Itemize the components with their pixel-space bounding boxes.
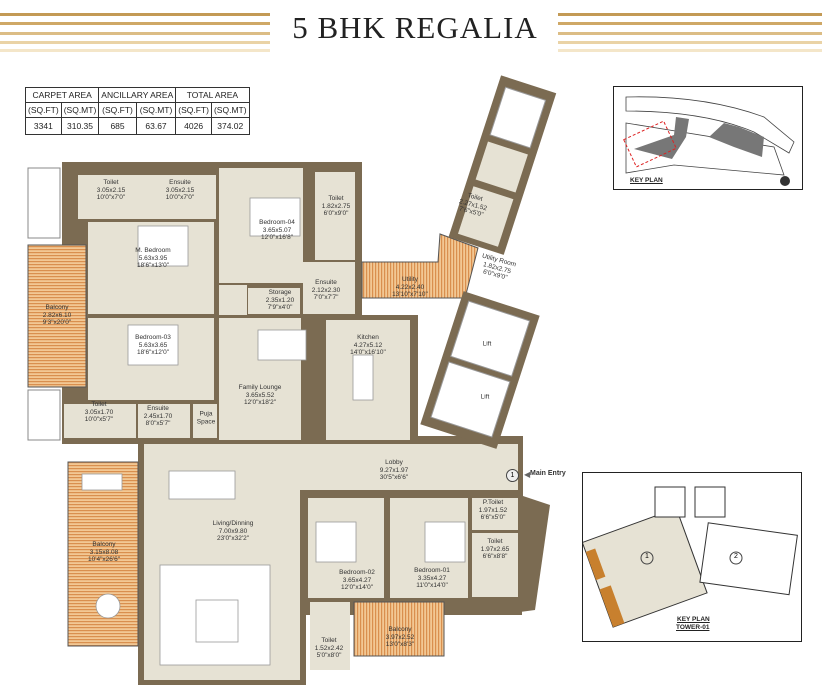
wing-wall (520, 495, 550, 612)
unit-number: 1 (645, 553, 649, 560)
site-map (623, 96, 795, 186)
lift-core (420, 291, 540, 449)
key-plan-site: KEY PLAN (613, 86, 803, 190)
value-cell: 310.35 (60, 117, 100, 135)
value-cell: 3341 (25, 117, 62, 135)
key-plan-tower-sublabel: TOWER-01 (676, 624, 710, 631)
service-core (448, 75, 557, 255)
value-cell: 374.02 (210, 117, 250, 135)
room-floors (64, 168, 518, 680)
lift-label: Lift (480, 393, 490, 401)
tower-map (581, 486, 798, 628)
unit-cell: (SQ.FT) (25, 102, 62, 118)
balcony-bottom (353, 601, 445, 657)
value-cell: 4026 (175, 117, 212, 135)
duct-top-left (27, 167, 61, 239)
key-plan-site-label: KEY PLAN (630, 177, 663, 184)
lift-label: Lift (482, 340, 492, 348)
entry-number-badge: 1 (506, 469, 519, 482)
entry-arrow-icon: ◀ (524, 470, 531, 479)
page-title: 5 BHK REGALIA (292, 10, 538, 45)
furniture (81, 197, 466, 666)
main-entry-label: Main Entry (530, 470, 566, 477)
value-cell: 63.67 (135, 117, 177, 135)
balcony-left-top (27, 244, 87, 388)
key-plan-tower-label: KEY PLAN (677, 616, 710, 623)
unit-number: 2 (734, 553, 738, 560)
key-plan-tower: 1 2 KEY PLAN TOWER-01 (581, 472, 802, 642)
table-values-row: 3341 310.35 685 63.67 4026 374.02 (25, 117, 250, 135)
area-table: CARPET AREA ANCILLARY AREA TOTAL AREA (S… (24, 87, 250, 135)
duct-bottom-left (27, 389, 61, 441)
utility-area (361, 233, 479, 299)
